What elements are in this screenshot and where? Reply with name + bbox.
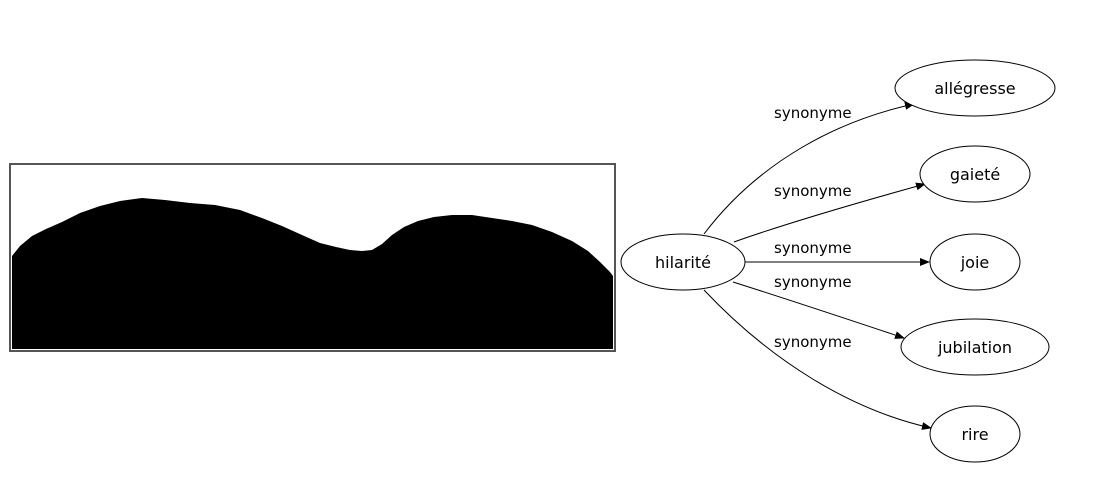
node-label: allégresse (934, 79, 1015, 98)
edges (703, 101, 932, 430)
edge-hilarite-gaiete (733, 182, 926, 243)
node-label: joie (960, 253, 990, 272)
node-shape (929, 405, 1021, 463)
node-shape (929, 233, 1021, 291)
node-joie: joie (929, 233, 1021, 291)
node-shape (900, 318, 1050, 376)
edge-label-joie: synonyme (774, 239, 852, 257)
edge-label-jubilation: synonyme (774, 273, 852, 291)
node-hilarite: hilarité (620, 233, 746, 291)
node-shape (620, 233, 746, 291)
node-gaiete: gaieté (919, 145, 1031, 203)
edge-label-gaiete: synonyme (774, 182, 852, 200)
node-rire: rire (929, 405, 1021, 463)
node-allegresse: allégresse (894, 59, 1056, 117)
edge-label-rire: synonyme (774, 333, 852, 351)
edge-labels: synonyme synonyme synonyme synonyme syno… (774, 104, 852, 351)
node-label: jubilation (937, 338, 1012, 357)
nodes: hilarité allégresse gaieté joie jubilati… (620, 59, 1056, 463)
illustration (9, 163, 616, 352)
node-label: hilarité (655, 253, 711, 272)
edge-label-allegresse: synonyme (774, 104, 852, 122)
node-shape (894, 59, 1056, 117)
edge-hilarite-allegresse (703, 101, 915, 235)
node-shape (919, 145, 1031, 203)
node-label: gaieté (950, 165, 1000, 184)
hill-silhouette (12, 198, 613, 349)
node-label: rire (961, 425, 988, 444)
edge-hilarite-jubilation (732, 281, 905, 339)
edge-hilarite-rire (703, 289, 932, 430)
node-jubilation: jubilation (900, 318, 1050, 376)
